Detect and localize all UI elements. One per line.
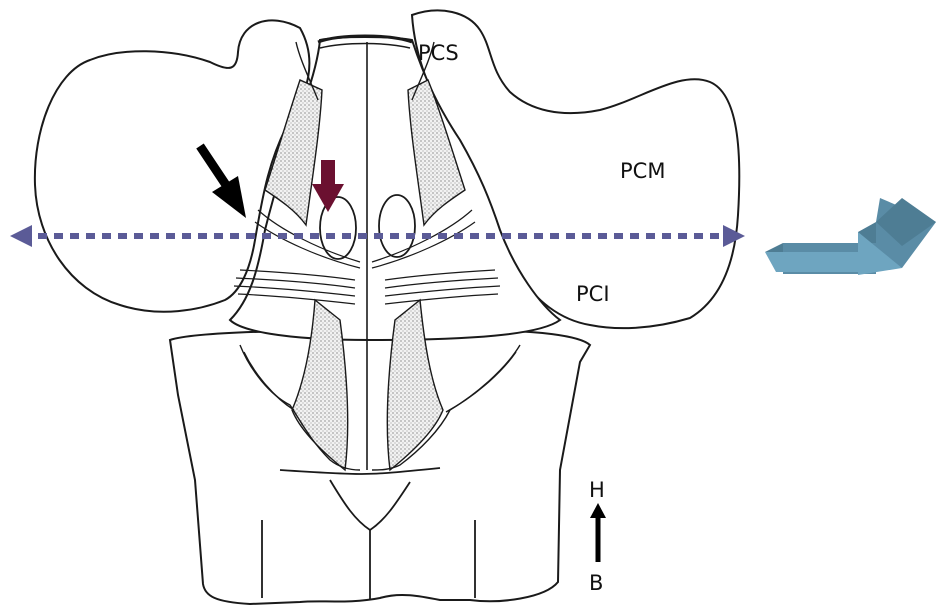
orientation-top-label: H [589, 478, 605, 502]
orientation-bottom-label: B [589, 571, 603, 595]
arrow-up-icon [590, 503, 606, 562]
label-pcs: PCS [418, 41, 459, 65]
block-arrow-right-icon [765, 198, 936, 275]
label-pci: PCI [576, 282, 610, 306]
label-pcm: PCM [620, 159, 665, 183]
medulla [170, 330, 590, 604]
